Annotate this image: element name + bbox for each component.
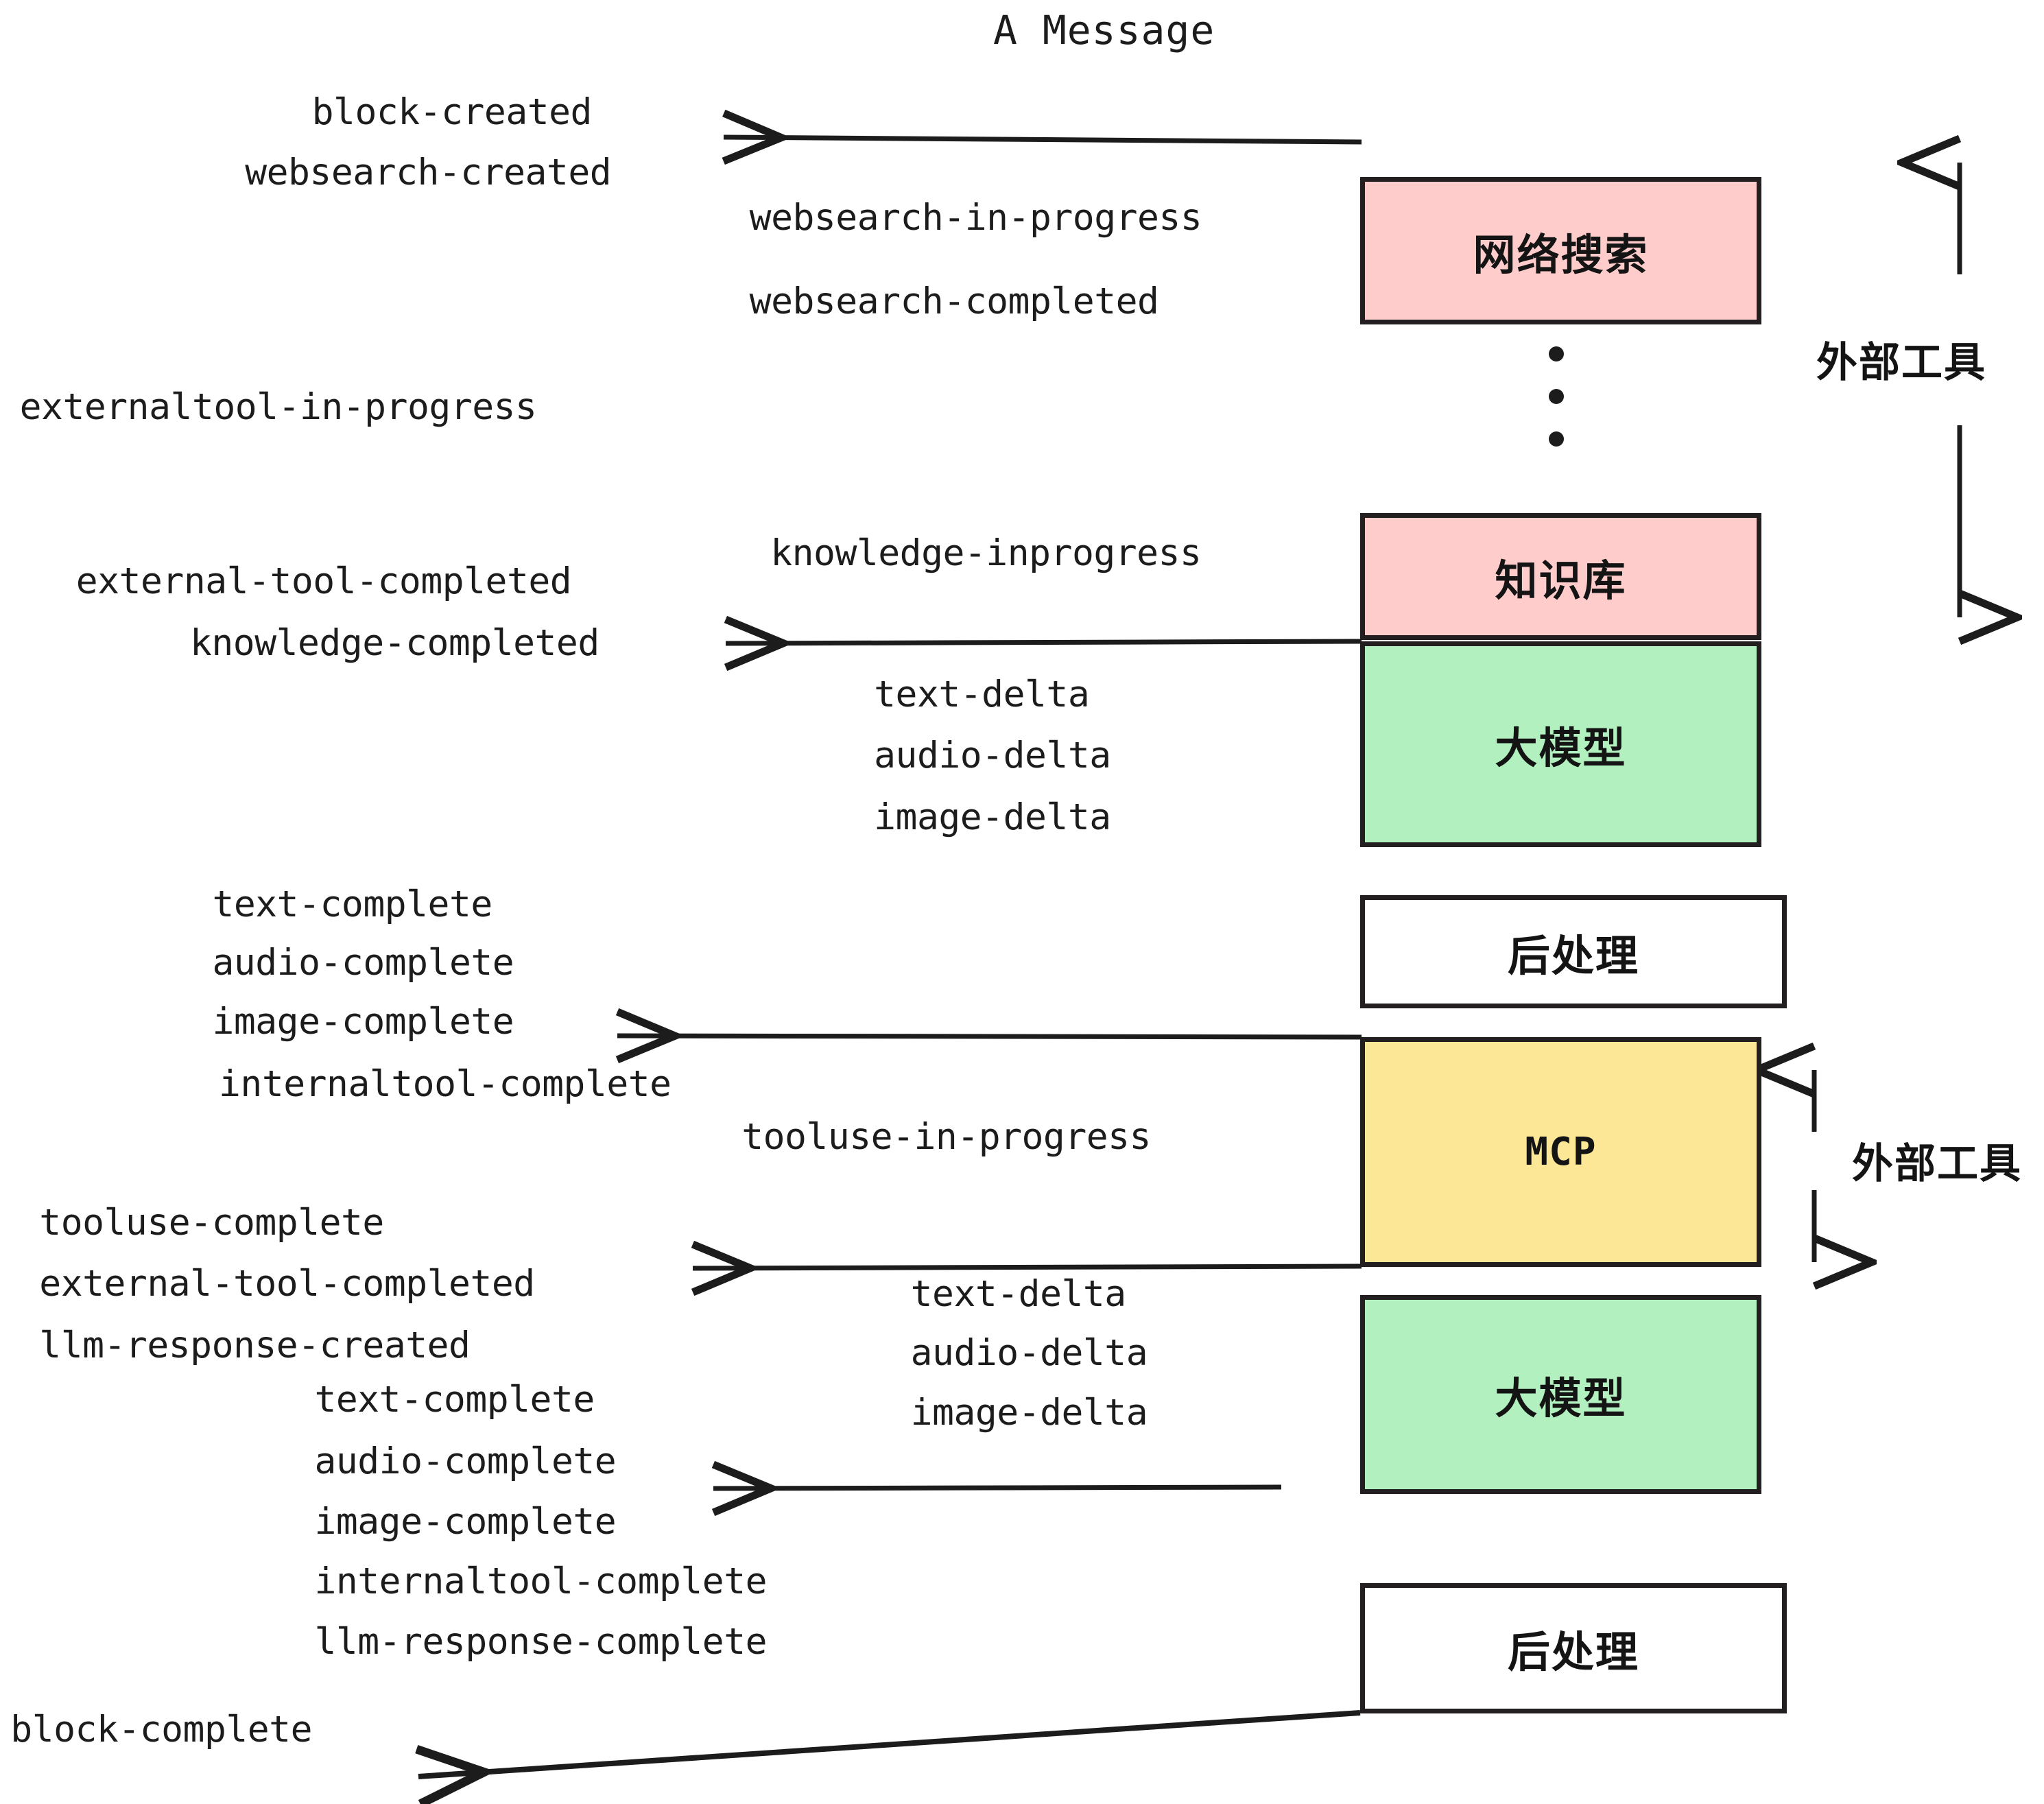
event-label-tooluse-in-progress: tooluse-in-progress	[741, 1115, 1151, 1158]
event-label-external-tool-completed-1: external-tool-completed	[75, 560, 572, 602]
event-label-text-complete-1: text-complete	[212, 883, 492, 926]
event-label-audio-delta-2: audio-delta	[910, 1332, 1148, 1375]
event-label-image-delta-2: image-delta	[910, 1391, 1148, 1434]
side-label-external-tools-bottom: 外部工具	[1852, 1140, 2022, 1188]
event-label-audio-delta-1: audio-delta	[874, 734, 1111, 776]
event-label-knowledge-inprogress: knowledge-inprogress	[770, 532, 1202, 574]
arrow-postprocess-to-image-complete	[617, 1036, 1362, 1037]
event-label-image-delta-1: image-delta	[874, 796, 1111, 838]
event-label-block-complete: block-complete	[10, 1708, 313, 1750]
node-knowledge[interactable]: 知识库	[1360, 513, 1761, 640]
event-label-internaltool-complete-2: internaltool-complete	[314, 1560, 768, 1602]
event-label-websearch-created: websearch-created	[245, 152, 612, 194]
arrow-llm-to-audio-complete	[713, 1487, 1282, 1488]
node-postprocess-upper[interactable]: 后处理	[1360, 895, 1787, 1008]
event-label-image-complete-1: image-complete	[212, 1001, 514, 1043]
event-label-knowledge-completed: knowledge-completed	[189, 622, 599, 665]
node-llm-lower[interactable]: 大模型	[1360, 1295, 1761, 1494]
event-label-text-delta-2: text-delta	[910, 1272, 1127, 1315]
node-postprocess-lower[interactable]: 后处理	[1360, 1583, 1787, 1713]
event-label-internaltool-complete-1: internaltool-complete	[219, 1063, 672, 1105]
page-title: A Message	[993, 7, 1215, 54]
arrow-postprocess-to-block-complete	[418, 1710, 1361, 1777]
ellipsis-dots	[1549, 346, 1564, 474]
event-label-text-complete-2: text-complete	[314, 1378, 595, 1421]
arrow-knowledge-to-knowledge-completed	[726, 641, 1362, 643]
event-label-llm-response-complete: llm-response-complete	[314, 1621, 768, 1663]
node-websearch[interactable]: 网络搜索	[1360, 177, 1761, 324]
node-mcp[interactable]: MCP	[1360, 1037, 1761, 1267]
arrow-websearch-to-block-created	[724, 137, 1362, 142]
event-label-audio-complete-1: audio-complete	[212, 941, 514, 984]
event-label-tooluse-complete: tooluse-complete	[39, 1202, 384, 1244]
event-label-block-created: block-created	[311, 91, 593, 134]
side-label-external-tools-top: 外部工具	[1816, 339, 1986, 387]
event-label-llm-response-created: llm-response-created	[39, 1324, 471, 1366]
arrow-mcp-to-tooluse-complete	[693, 1266, 1362, 1268]
event-label-image-complete-2: image-complete	[314, 1501, 617, 1543]
node-llm-upper[interactable]: 大模型	[1360, 641, 1761, 847]
event-label-external-tool-completed-2: external-tool-completed	[39, 1262, 535, 1305]
event-label-audio-complete-2: audio-complete	[314, 1440, 617, 1482]
event-label-websearch-in-progress: websearch-in-progress	[749, 197, 1202, 239]
event-label-websearch-completed: websearch-completed	[749, 281, 1159, 323]
event-label-text-delta-1: text-delta	[874, 674, 1090, 716]
event-label-externaltool-in-progress: externaltool-in-progress	[19, 386, 537, 429]
